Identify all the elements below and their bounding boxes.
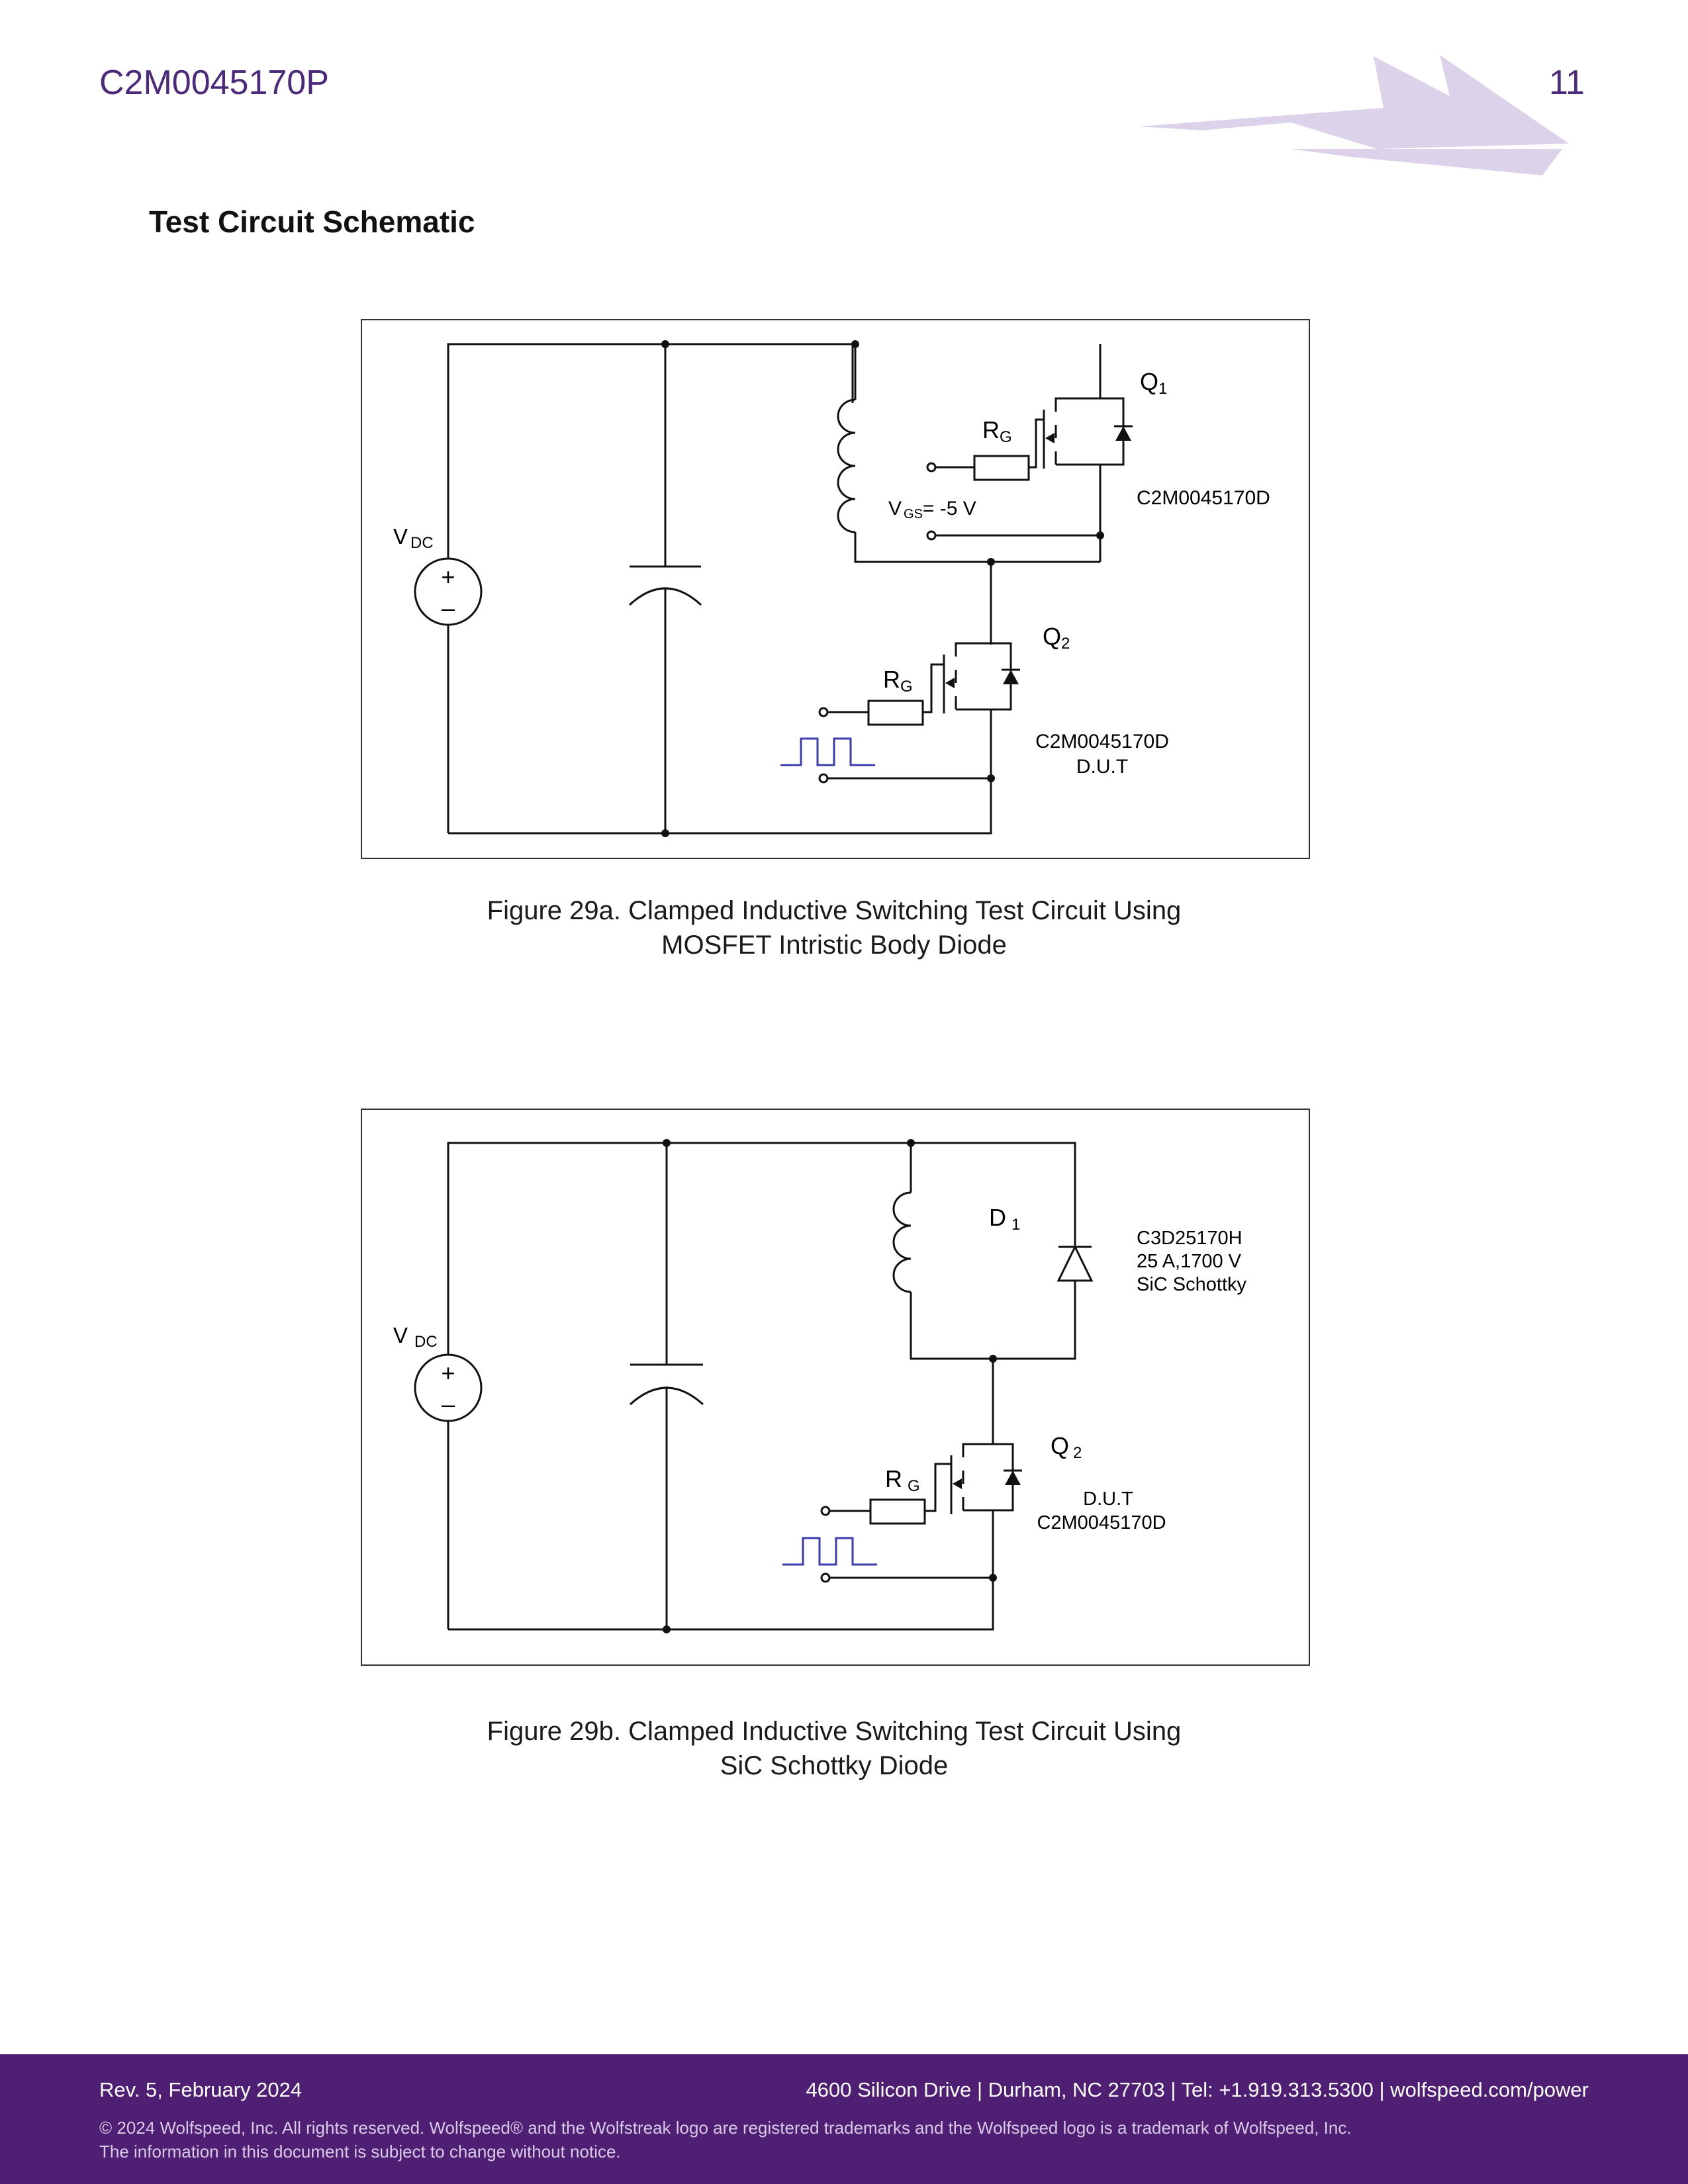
minus-sign: –	[442, 1390, 455, 1418]
q2-part-label: C2M0045170D	[1035, 731, 1169, 752]
footer: Rev. 5, February 2024 4600 Silicon Drive…	[0, 2054, 1688, 2184]
wolfstreak-logo-icon	[1139, 55, 1569, 175]
footer-revision: Rev. 5, February 2024	[99, 2078, 303, 2101]
q2-part-label: C2M0045170D	[1037, 1512, 1166, 1533]
section-title: Test Circuit Schematic	[149, 205, 475, 239]
q2-dut-label: D.U.T	[1076, 756, 1128, 778]
figure-29b-caption-line1: Figure 29b. Clamped Inductive Switching …	[487, 1717, 1182, 1746]
part-number: C2M0045170P	[99, 64, 329, 102]
q1-label: Q1	[1140, 368, 1167, 398]
minus-sign: –	[442, 594, 455, 621]
figure-29b-caption: Figure 29b. Clamped Inductive Switching …	[371, 1714, 1297, 1783]
figure-29a-caption-line1: Figure 29a. Clamped Inductive Switching …	[487, 896, 1182, 925]
footer-copyright: © 2024 Wolfspeed, Inc. All rights reserv…	[99, 2118, 1352, 2138]
footer-address: 4600 Silicon Drive | Durham, NC 27703 | …	[806, 2078, 1589, 2101]
d1-rating-label: 25 A,1700 V	[1137, 1251, 1242, 1272]
plus-sign: +	[441, 563, 455, 590]
figure-29a-caption: Figure 29a. Clamped Inductive Switching …	[371, 893, 1297, 962]
d1-type-label: SiC Schottky	[1137, 1274, 1246, 1295]
d1-part-label: C3D25170H	[1137, 1228, 1243, 1249]
q1-part-label: C2M0045170D	[1137, 487, 1270, 509]
plus-sign: +	[441, 1359, 455, 1387]
figure-29b-caption-line2: SiC Schottky Diode	[720, 1751, 949, 1780]
q2-dut-label: D.U.T	[1083, 1488, 1133, 1510]
gate-pulse-icon	[782, 1537, 877, 1566]
q2-label: Q2	[1043, 623, 1070, 653]
rg2-label: RG	[883, 666, 913, 696]
page-number: 11	[1549, 64, 1585, 102]
figure-29a-caption-line2: MOSFET Intristic Body Diode	[661, 931, 1007, 960]
footer-notice: The information in this document is subj…	[99, 2142, 621, 2161]
gate-pulse-icon	[780, 737, 875, 766]
rg1-label: RG	[982, 416, 1012, 446]
